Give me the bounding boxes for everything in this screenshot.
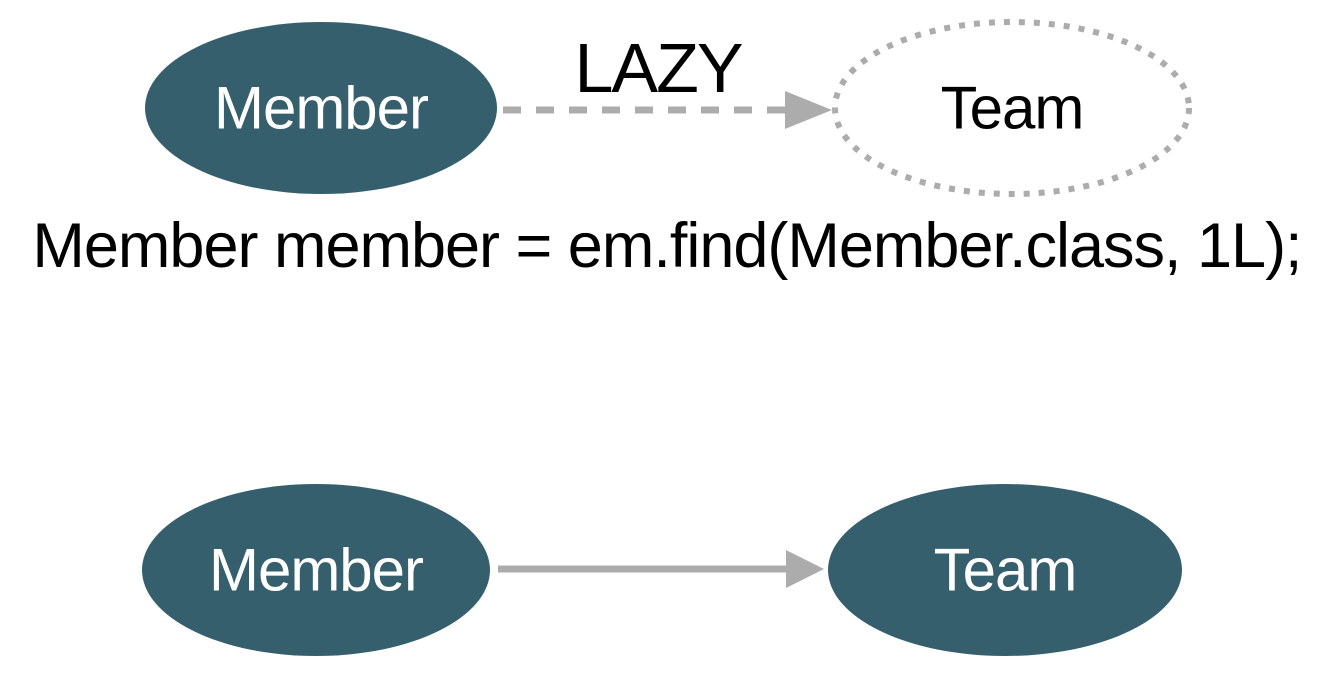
- team-node-bottom-label: Team: [934, 537, 1077, 604]
- member-node-bottom: [142, 484, 490, 656]
- eager-arrow-head-icon: [786, 550, 824, 588]
- code-statement: Member member = em.find(Member.class, 1L…: [32, 211, 1302, 281]
- team-proxy-node: [832, 19, 1192, 197]
- team-proxy-node-label: Team: [941, 75, 1084, 142]
- lazy-fetch-type-label: LAZY: [574, 29, 742, 107]
- member-node-top: [145, 22, 497, 194]
- member-node-top-label: Member: [214, 75, 428, 142]
- member-node-bottom-label: Member: [209, 537, 423, 604]
- team-node-bottom: [828, 484, 1182, 656]
- lazy-arrow-head-icon: [785, 91, 832, 129]
